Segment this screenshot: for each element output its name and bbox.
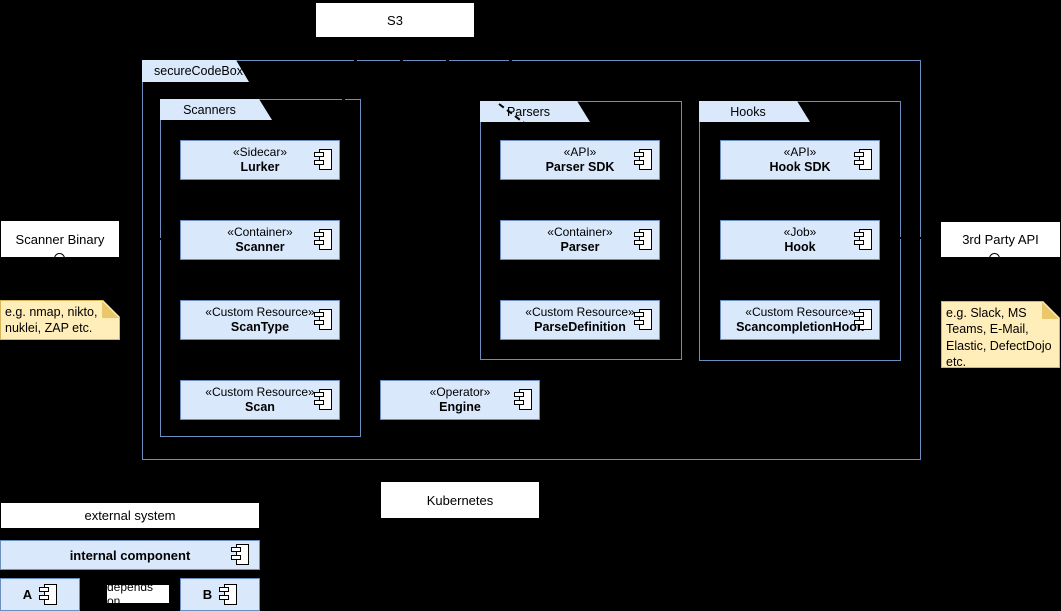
connector-tick bbox=[342, 95, 345, 102]
component-engine-stereotype: «Operator» bbox=[429, 384, 491, 399]
note-scanner-examples-text: e.g. nmap, nikto, nuklei, ZAP etc. bbox=[5, 305, 98, 336]
node-kubernetes-label: Kubernetes bbox=[426, 492, 494, 508]
note-hook-examples: e.g. Slack, MS Teams, E-Mail, Elastic, D… bbox=[941, 301, 1060, 368]
component-icon bbox=[854, 309, 872, 331]
component-icon bbox=[39, 583, 58, 606]
package-parsers-label: Parsers bbox=[506, 104, 551, 119]
component-hook-sdk-stereotype: «API» bbox=[783, 144, 817, 159]
package-hooks bbox=[699, 101, 901, 361]
connector-tick bbox=[354, 56, 357, 65]
component-scan: «Custom Resource» Scan bbox=[180, 380, 340, 420]
interface-lollipop-icon bbox=[54, 253, 65, 264]
component-parser-sdk: «API» Parser SDK bbox=[500, 140, 660, 180]
component-scantype-name: ScanType bbox=[230, 319, 290, 334]
securecodebox-label: secureCodeBox bbox=[154, 64, 243, 78]
component-hook-stereotype: «Job» bbox=[783, 224, 817, 239]
note-hook-examples-text: e.g. Slack, MS Teams, E-Mail, Elastic, D… bbox=[946, 306, 1052, 369]
package-hooks-tab: Hooks bbox=[699, 101, 810, 122]
connector-tick bbox=[446, 56, 449, 65]
connector-tick bbox=[895, 237, 928, 239]
package-parsers-tab: Parsers bbox=[480, 101, 590, 122]
securecodebox-tab: secureCodeBox bbox=[142, 60, 249, 82]
securecodebox-container bbox=[142, 60, 921, 460]
component-parser-stereotype: «Container» bbox=[547, 224, 613, 239]
legend-depends-on: depends on bbox=[107, 580, 169, 608]
package-hooks-label: Hooks bbox=[730, 104, 766, 119]
legend-node-b-label: B bbox=[202, 587, 213, 602]
component-icon bbox=[514, 389, 532, 411]
node-scanner-binary-label: Scanner Binary bbox=[15, 231, 105, 247]
component-scancompletionhook-name: ScancompletionHook bbox=[736, 319, 864, 334]
component-engine-name: Engine bbox=[439, 399, 481, 414]
component-parsedefinition: «Custom Resource» ParseDefinition bbox=[500, 300, 660, 340]
node-third-party-api: 3rd Party API bbox=[940, 221, 1061, 258]
component-hook: «Job» Hook bbox=[720, 220, 880, 260]
package-scanners bbox=[160, 99, 361, 437]
legend-node-a: A bbox=[0, 578, 80, 611]
node-third-party-api-label: 3rd Party API bbox=[962, 232, 1039, 247]
component-parser-name: Parser bbox=[560, 239, 600, 254]
legend-internal-component-label: internal component bbox=[69, 547, 191, 563]
component-hook-sdk: «API» Hook SDK bbox=[720, 140, 880, 180]
node-s3: S3 bbox=[315, 2, 475, 38]
component-engine: «Operator» Engine bbox=[380, 380, 540, 420]
component-icon bbox=[314, 309, 332, 331]
component-icon bbox=[854, 149, 872, 171]
connector-tick bbox=[509, 56, 512, 65]
legend-depends-on-label: depends on bbox=[107, 580, 154, 608]
component-parser-sdk-name: Parser SDK bbox=[545, 159, 615, 174]
node-kubernetes: Kubernetes bbox=[380, 481, 540, 519]
component-scantype: «Custom Resource» ScanType bbox=[180, 300, 340, 340]
connector-tick bbox=[152, 238, 166, 240]
package-scanners-tab: Scanners bbox=[160, 99, 272, 120]
component-icon bbox=[634, 229, 652, 251]
legend-external-system: external system bbox=[0, 502, 260, 529]
node-scanner-binary: Scanner Binary bbox=[0, 220, 120, 258]
component-lurker: «Sidecar» Lurker bbox=[180, 140, 340, 180]
component-icon bbox=[314, 229, 332, 251]
component-parsedefinition-name: ParseDefinition bbox=[534, 319, 626, 334]
component-parser: «Container» Parser bbox=[500, 220, 660, 260]
component-parsedefinition-stereotype: «Custom Resource» bbox=[525, 304, 635, 319]
component-scancompletionhook-stereotype: «Custom Resource» bbox=[745, 304, 855, 319]
component-lurker-name: Lurker bbox=[240, 159, 280, 174]
connector-tick bbox=[400, 56, 403, 65]
legend-internal-component: internal component bbox=[0, 540, 260, 570]
component-scanner-stereotype: «Container» bbox=[227, 224, 293, 239]
component-scanner-name: Scanner bbox=[235, 239, 285, 254]
legend-node-b: B bbox=[180, 578, 260, 611]
package-scanners-label: Scanners bbox=[183, 102, 236, 117]
component-scanner: «Container» Scanner bbox=[180, 220, 340, 260]
component-scancompletionhook: «Custom Resource» ScancompletionHook bbox=[720, 300, 880, 340]
component-parser-sdk-stereotype: «API» bbox=[563, 144, 597, 159]
component-icon bbox=[231, 544, 249, 566]
component-icon bbox=[634, 309, 652, 331]
component-lurker-stereotype: «Sidecar» bbox=[232, 144, 288, 159]
component-scan-stereotype: «Custom Resource» bbox=[205, 384, 315, 399]
component-icon bbox=[314, 149, 332, 171]
node-s3-label: S3 bbox=[387, 12, 403, 28]
component-icon bbox=[219, 583, 238, 606]
component-hook-sdk-name: Hook SDK bbox=[769, 159, 831, 174]
component-hook-name: Hook bbox=[784, 239, 816, 254]
note-scanner-examples: e.g. nmap, nikto, nuklei, ZAP etc. bbox=[0, 300, 120, 340]
legend-node-a-label: A bbox=[22, 587, 33, 602]
component-scantype-stereotype: «Custom Resource» bbox=[205, 304, 315, 319]
component-icon bbox=[314, 389, 332, 411]
component-icon bbox=[634, 149, 652, 171]
component-icon bbox=[854, 229, 872, 251]
legend-external-system-label: external system bbox=[84, 508, 176, 523]
package-parsers bbox=[480, 101, 682, 360]
component-scan-name: Scan bbox=[245, 399, 275, 414]
interface-lollipop-icon bbox=[989, 253, 1000, 264]
